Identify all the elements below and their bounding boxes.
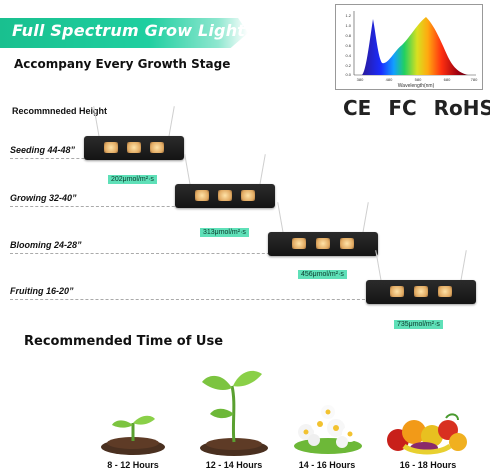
spectrum-svg: 1.2 1.0 0.8 0.6 0.4 0.2 0.0 380 480 580 … [345, 11, 478, 89]
spectrum-chart: 1.2 1.0 0.8 0.6 0.4 0.2 0.0 380 480 580 … [335, 4, 483, 90]
page-subtitle: Accompany Every Growth Stage [14, 57, 231, 71]
y-tick: 0.6 [345, 43, 351, 48]
y-tick: 0.0 [345, 72, 351, 77]
stage-label-seeding: Seeding 44-48” [10, 145, 76, 155]
time-label-12-14: 12 - 14 Hours [205, 460, 263, 470]
seedling-icon [98, 395, 168, 455]
time-label-14-16: 14 - 16 Hours [298, 460, 356, 470]
grow-lamp-seeding [84, 106, 184, 164]
page-title: Full Spectrum Grow Light [12, 21, 246, 40]
height-section-title: Recommneded Height [12, 106, 108, 116]
stage-line [10, 158, 110, 159]
stage-line [10, 206, 200, 207]
y-tick: 0.4 [345, 53, 351, 58]
ce-mark: CE [343, 96, 372, 120]
title-banner [0, 18, 248, 48]
ppfd-tag-blooming: 456μmol/m²·s [298, 270, 347, 279]
x-tick: 380 [357, 77, 364, 82]
grow-lamp-growing [175, 154, 275, 212]
certification-logos: CE FC RoHS [343, 96, 490, 120]
grow-lamp-blooming [268, 202, 378, 260]
ppfd-tag-growing: 313μmol/m²·s [200, 228, 249, 237]
x-tick: 480 [386, 77, 393, 82]
time-label-16-18: 16 - 18 Hours [399, 460, 457, 470]
ppfd-tag-fruiting: 735μmol/m²·s [394, 320, 443, 329]
y-tick: 0.8 [345, 33, 351, 38]
rohs-mark: RoHS [433, 96, 490, 120]
x-axis-label: Wavelength(nm) [398, 83, 435, 89]
y-tick: 1.0 [345, 23, 351, 28]
stage-label-blooming: Blooming 24-28” [10, 240, 82, 250]
time-section-title: Recommended Time of Use [24, 334, 224, 349]
flowers-icon [290, 402, 366, 454]
stage-label-growing: Growing 32-40” [10, 193, 77, 203]
stage-line [10, 299, 375, 300]
x-tick: 580 [415, 77, 422, 82]
time-label-8-12: 8 - 12 Hours [107, 460, 159, 470]
spectrum-curve [362, 17, 468, 75]
stage-label-fruiting: Fruiting 16-20” [10, 286, 74, 296]
y-tick: 0.2 [345, 63, 351, 68]
y-tick: 1.2 [345, 13, 351, 18]
ppfd-tag-seeding: 202μmol/m²·s [108, 175, 157, 184]
grow-lamp-fruiting [366, 250, 476, 308]
x-tick: 680 [444, 77, 451, 82]
fc-mark: FC [388, 96, 417, 120]
young-plant-icon [196, 364, 272, 456]
stage-line [10, 253, 290, 254]
fruits-icon [384, 410, 470, 456]
x-tick: 780 [471, 77, 478, 82]
